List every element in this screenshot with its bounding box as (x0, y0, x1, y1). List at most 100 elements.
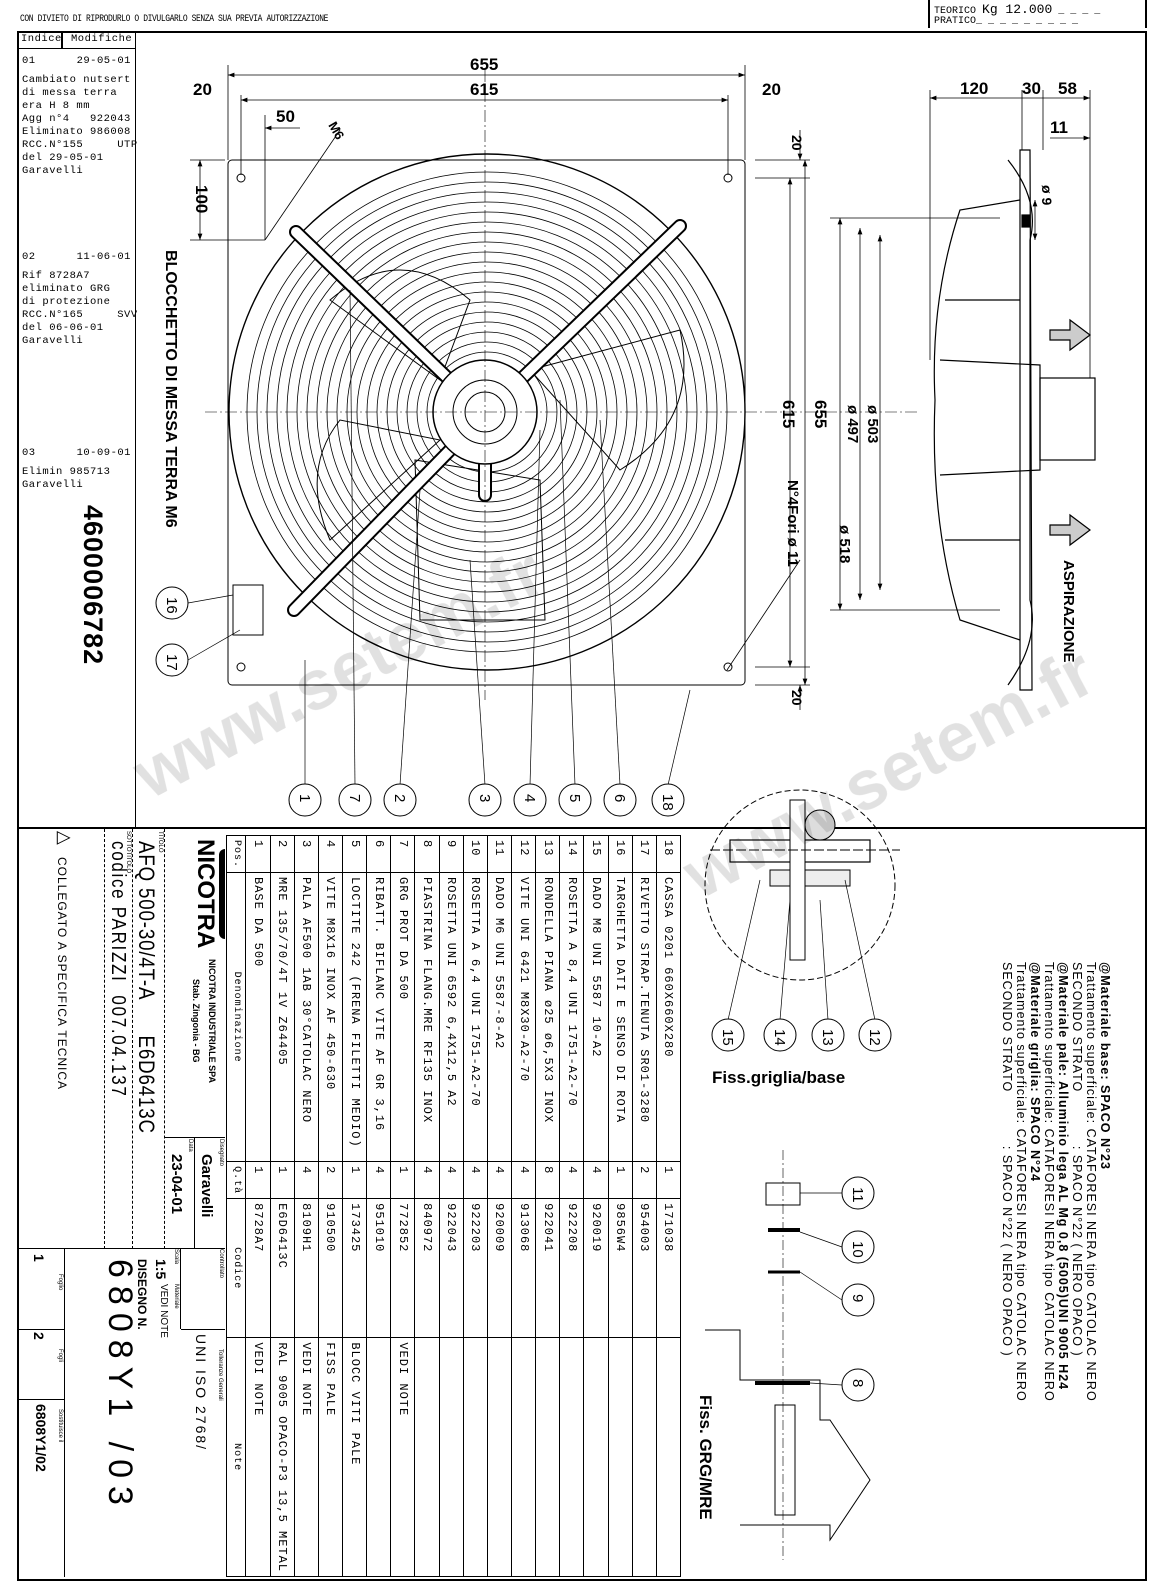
revision-line: eliminato GRG (22, 283, 111, 295)
part-qty: 1 (608, 1161, 633, 1199)
dim-58: 58 (1058, 79, 1077, 98)
part-pos: 16 (608, 835, 633, 873)
part-note: RAL 9005 OPACO-P3 13,5 METAL (270, 1337, 295, 1577)
drawing-number: 6808Y1 /03 (101, 1259, 139, 1513)
ground-block (232, 584, 264, 636)
part-note (632, 1337, 657, 1577)
detail-callout: 13 (811, 1018, 845, 1052)
part-pos: 17 (632, 835, 657, 873)
part-name: PIASTRINA FLANG.MRE RF135 INOX (414, 872, 440, 1162)
tolerance-label: Tolleranze Generali (217, 1349, 223, 1401)
part-note (656, 1337, 681, 1577)
company-logo: NICOTRA (192, 839, 219, 949)
blade (329, 269, 471, 381)
date-label: Data (187, 1139, 193, 1152)
part-qty: 4 (414, 1161, 440, 1199)
detail-callout: 8 (841, 1368, 875, 1402)
part-pos: 13 (535, 835, 560, 873)
part-name: TARGHETTA DATI E SENSO DI ROTA (608, 872, 633, 1162)
part-code: 922043 (439, 1198, 464, 1338)
callout-number: 12 (866, 1029, 883, 1046)
dim-20-left: 20 (193, 80, 212, 99)
blade (414, 459, 546, 621)
part-name: LOCTITE 242 (FRENA FILETTI MEDIO) (342, 872, 367, 1162)
dim-m6: M6 (325, 119, 347, 142)
part-pos: 8 (414, 835, 440, 873)
tolerance: UNI ISO 2768/ (193, 1334, 209, 1452)
header-note: Note (226, 1337, 246, 1577)
part-name: MRE 135/70/4T 1V Z64405 (270, 872, 295, 1162)
col-changes: Modifiche (71, 33, 133, 45)
part-note (535, 1337, 560, 1577)
revision-line: Agg n°4 922043 (22, 113, 131, 125)
dim-615: 615 (470, 80, 498, 99)
part-code: 920019 (583, 1198, 609, 1338)
part-qty: 1 (270, 1161, 295, 1199)
part-name: DADO M8 UNI 5587 10-A2 (583, 872, 609, 1162)
part-note (608, 1337, 633, 1577)
part-qty: 4 (463, 1161, 488, 1199)
part-note: BLOCC VITI PALE (342, 1337, 367, 1577)
drawing-title: AFQ 500-30/4T-A E6D6413C (134, 841, 159, 1134)
part-qty: 8 (535, 1161, 560, 1199)
part-name: BASE DA 500 (245, 872, 271, 1162)
part-qty: 1 (390, 1161, 415, 1199)
dim-615-v: 615 (779, 400, 798, 428)
part-code: E6D6413C (270, 1198, 295, 1338)
part-callout: 7 (338, 783, 372, 817)
company-name: NICOTRA INDUSTRIALE SPA (207, 959, 217, 1084)
part-qty: 2 (632, 1161, 657, 1199)
dim-50: 50 (276, 107, 295, 126)
part-note (559, 1337, 584, 1577)
part-code: 920009 (487, 1198, 512, 1338)
part-pos: 9 (439, 835, 464, 873)
part-qty: 4 (511, 1161, 536, 1199)
callout-number: 7 (346, 794, 363, 802)
part-pos: 1 (245, 835, 271, 873)
part-note (366, 1337, 391, 1577)
dim-d9: ø 9 (1039, 185, 1055, 205)
proprietary-notice: CON DIVIETO DI RIPRODURLO O DIVULGARLO S… (20, 14, 329, 25)
part-pos: 4 (318, 835, 343, 873)
part-code: 171038 (656, 1198, 681, 1338)
part-name: ROSETTA UNI 6592 6,4X12,5 A2 (439, 872, 464, 1162)
revision-date: 11-06-01 (76, 251, 131, 263)
part-name: CASSA 0201 660X660X280 (656, 872, 681, 1162)
revision-index: 02 (22, 251, 36, 263)
detail1-title: Fiss.griglia/base (712, 1068, 845, 1087)
part-callout: 4 (513, 783, 547, 817)
part-pos: 7 (390, 835, 415, 873)
part-qty: 1 (245, 1161, 271, 1199)
part-pos: 14 (559, 835, 584, 873)
part-qty: 1 (656, 1161, 681, 1199)
part-name: GRG PROT DA 500 (390, 872, 415, 1162)
part-qty: 4 (294, 1161, 319, 1199)
replaces-label: Sostituisce il (57, 1409, 63, 1443)
material-note-title: @Materiale pale: Alluminio lega AL Mg 0,… (1056, 962, 1070, 1391)
detail-callout: 11 (841, 1176, 875, 1210)
callout-number: 17 (163, 654, 180, 671)
part-code: 954003 (632, 1198, 657, 1338)
part-name: RIVETTO STRAP.TENUTA SR01-3280 (632, 872, 657, 1162)
scale: 1:5 (153, 1259, 169, 1280)
callout-number: 4 (521, 794, 538, 802)
part-callout: 6 (603, 783, 637, 817)
part-pos: 3 (294, 835, 319, 873)
detail-grg-mre (705, 1150, 871, 1560)
callout-number: 8 (849, 1379, 866, 1387)
dim-655-v: 655 (811, 400, 830, 428)
sheets-label: Fogli (57, 1349, 63, 1363)
callout-number: 5 (566, 794, 583, 802)
revision-index: 01 (22, 55, 36, 67)
sheet: 1 (31, 1254, 47, 1262)
